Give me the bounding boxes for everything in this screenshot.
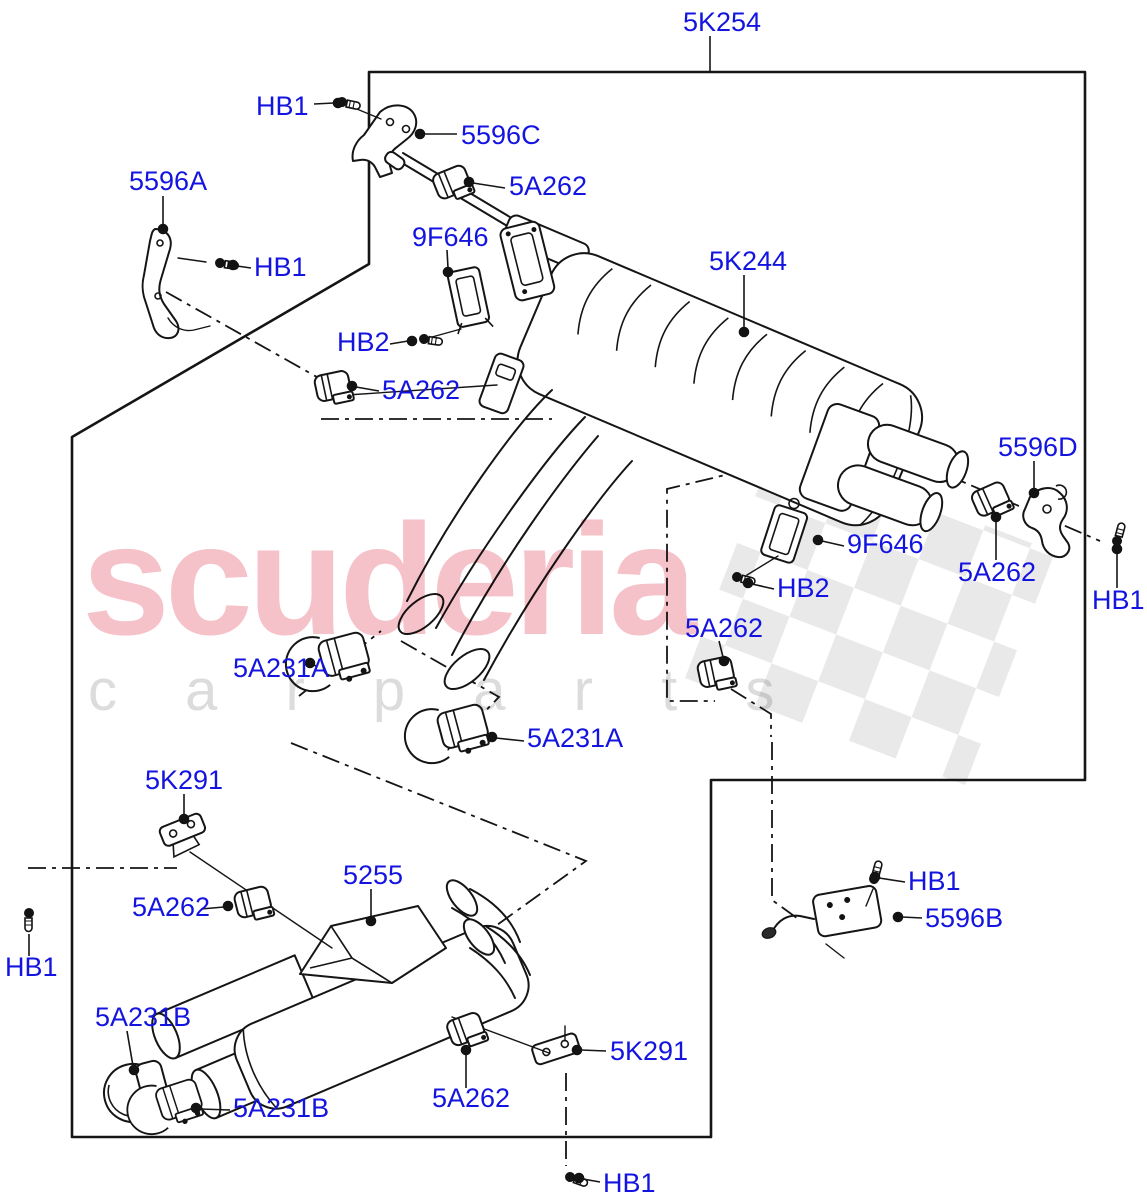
y-pipes <box>397 389 633 691</box>
svg-text:9F646: 9F646 <box>847 529 924 559</box>
border-frame <box>70 70 1087 1139</box>
heat-shield <box>499 220 556 302</box>
part-label-HB1[interactable]: HB1 <box>227 252 307 282</box>
part-label-HB1[interactable]: HB1 <box>5 934 58 982</box>
part-label-5A231A[interactable]: 5A231A <box>486 723 623 753</box>
part-label-HB1[interactable]: HB1 <box>573 1168 656 1198</box>
svg-text:HB1: HB1 <box>256 91 309 121</box>
svg-text:5A262: 5A262 <box>382 375 460 405</box>
part-label-HB1[interactable]: HB1 <box>869 866 961 896</box>
svg-text:5A262: 5A262 <box>685 613 763 643</box>
svg-text:5255: 5255 <box>343 860 403 890</box>
svg-text:9F646: 9F646 <box>412 222 489 252</box>
part-label-5A262[interactable]: 5A262 <box>346 375 460 405</box>
part-label-HB1[interactable]: HB1 <box>1092 543 1145 615</box>
part-label-5596B[interactable]: 5596B <box>892 903 1003 933</box>
svg-text:5A231A: 5A231A <box>233 653 329 683</box>
hanger-bracket-5596a <box>141 228 211 340</box>
svg-text:5596A: 5596A <box>129 166 207 196</box>
svg-text:5A231B: 5A231B <box>95 1002 191 1032</box>
centre-silencer-5255 <box>151 879 531 1120</box>
hanger-bracket-5596b <box>761 884 883 959</box>
bolt-hb1-far-left <box>23 907 35 933</box>
part-label-HB2[interactable]: HB2 <box>742 573 830 603</box>
part-label-5596A[interactable]: 5596A <box>129 166 207 235</box>
watermark: scuderia c a r p a r t s <box>82 492 800 723</box>
part-label-5A262[interactable]: 5A262 <box>463 171 587 201</box>
watermark-tagline: c a r p a r t s <box>88 658 800 723</box>
tailpipe-assembly <box>798 402 970 533</box>
hanger-bracket-5596c <box>351 104 418 178</box>
part-label-HB1[interactable]: HB1 <box>256 91 344 121</box>
part-label-5K244[interactable]: 5K244 <box>709 246 787 338</box>
hanger-bracket-5596d <box>1022 484 1071 559</box>
svg-text:5596D: 5596D <box>998 432 1078 462</box>
svg-text:5A231A: 5A231A <box>527 723 623 753</box>
clamp-5a262-lower-left <box>232 884 276 925</box>
front-hanger-bracket <box>346 352 525 415</box>
svg-text:HB1: HB1 <box>603 1168 656 1198</box>
part-label-5K291[interactable]: 5K291 <box>571 1036 688 1066</box>
svg-text:5A262: 5A262 <box>958 557 1036 587</box>
part-label-5A262[interactable]: 5A262 <box>132 892 234 922</box>
mounting-bracket-5k291-front <box>158 812 333 949</box>
svg-text:HB1: HB1 <box>254 252 307 282</box>
sensor-module-9f646-rear <box>746 497 809 576</box>
watermark-brand: scuderia <box>82 492 698 668</box>
part-label-5A231B[interactable]: 5A231B <box>190 1093 329 1123</box>
part-label-5255[interactable]: 5255 <box>343 860 403 927</box>
svg-text:5K244: 5K244 <box>709 246 787 276</box>
part-label-5A231A[interactable]: 5A231A <box>233 653 329 683</box>
part-label-5A262[interactable]: 5A262 <box>685 613 763 667</box>
part-label-HB2[interactable]: HB2 <box>337 327 418 357</box>
svg-text:5A262: 5A262 <box>509 171 587 201</box>
diagram-line-art <box>23 70 1128 1189</box>
svg-text:5A262: 5A262 <box>132 892 210 922</box>
svg-text:HB2: HB2 <box>337 327 390 357</box>
part-label-9F646[interactable]: 9F646 <box>412 222 489 278</box>
part-label-5K291[interactable]: 5K291 <box>145 765 223 825</box>
part-label-5A231B[interactable]: 5A231B <box>95 1002 191 1076</box>
svg-text:5K291: 5K291 <box>145 765 223 795</box>
svg-text:HB1: HB1 <box>1092 585 1145 615</box>
sensor-module-9f646-front <box>431 266 494 338</box>
svg-text:5596B: 5596B <box>925 903 1003 933</box>
part-label-5596C[interactable]: 5596C <box>414 120 541 150</box>
svg-text:5596C: 5596C <box>461 120 541 150</box>
part-label-5A262[interactable]: 5A262 <box>432 1044 510 1113</box>
svg-text:5A262: 5A262 <box>432 1083 510 1113</box>
part-label-5A262[interactable]: 5A262 <box>958 511 1036 587</box>
svg-text:HB1: HB1 <box>908 866 961 896</box>
svg-text:5K254: 5K254 <box>683 7 761 37</box>
bolt-hb1-right <box>1110 521 1128 548</box>
part-label-5596D[interactable]: 5596D <box>998 432 1078 499</box>
svg-text:5K291: 5K291 <box>610 1036 688 1066</box>
part-label-5K254[interactable]: 5K254 <box>683 7 761 71</box>
svg-text:5A231B: 5A231B <box>233 1093 329 1123</box>
svg-text:HB1: HB1 <box>5 952 58 982</box>
svg-text:HB2: HB2 <box>777 573 830 603</box>
part-label-9F646[interactable]: 9F646 <box>812 529 924 559</box>
